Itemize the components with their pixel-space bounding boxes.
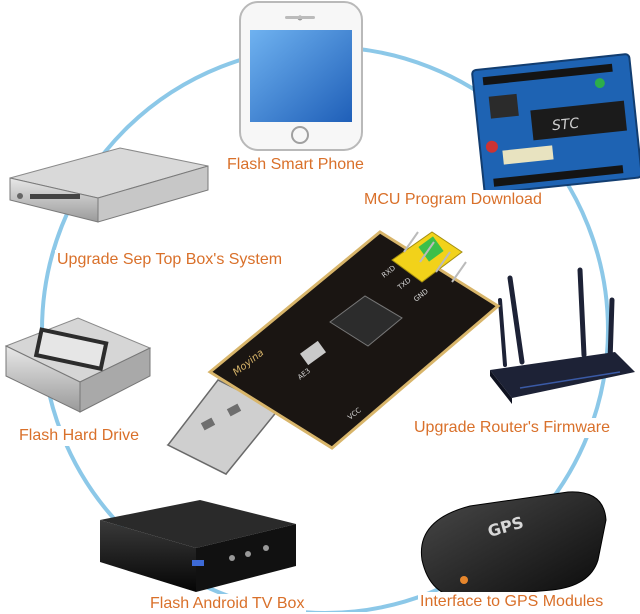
- router-icon: [490, 267, 635, 404]
- usb-adapter-icon: Moyina VCC AE3 GND TXD RXD: [166, 230, 501, 475]
- tv-box-icon: [100, 500, 296, 592]
- label-flash-smart-phone: Flash Smart Phone: [225, 155, 366, 175]
- smartphone-icon: [239, 1, 363, 151]
- mcu-board-icon: STC: [471, 53, 640, 195]
- label-interface-gps-modules: Interface to GPS Modules: [418, 592, 606, 612]
- label-upgrade-router-firmware: Upgrade Router's Firmware: [412, 418, 613, 438]
- svg-text:STC: STC: [551, 115, 580, 134]
- set-top-box-icon: [9, 147, 209, 223]
- label-flash-hard-drive: Flash Hard Drive: [17, 426, 142, 446]
- label-upgrade-set-top-box: Upgrade Sep Top Box's System: [55, 250, 285, 270]
- gps-module-icon: GPS: [420, 491, 607, 599]
- label-flash-android-tv-box: Flash Android TV Box: [148, 594, 307, 614]
- hard-drive-icon: [4, 317, 152, 413]
- label-mcu-program-download: MCU Program Download: [362, 190, 544, 210]
